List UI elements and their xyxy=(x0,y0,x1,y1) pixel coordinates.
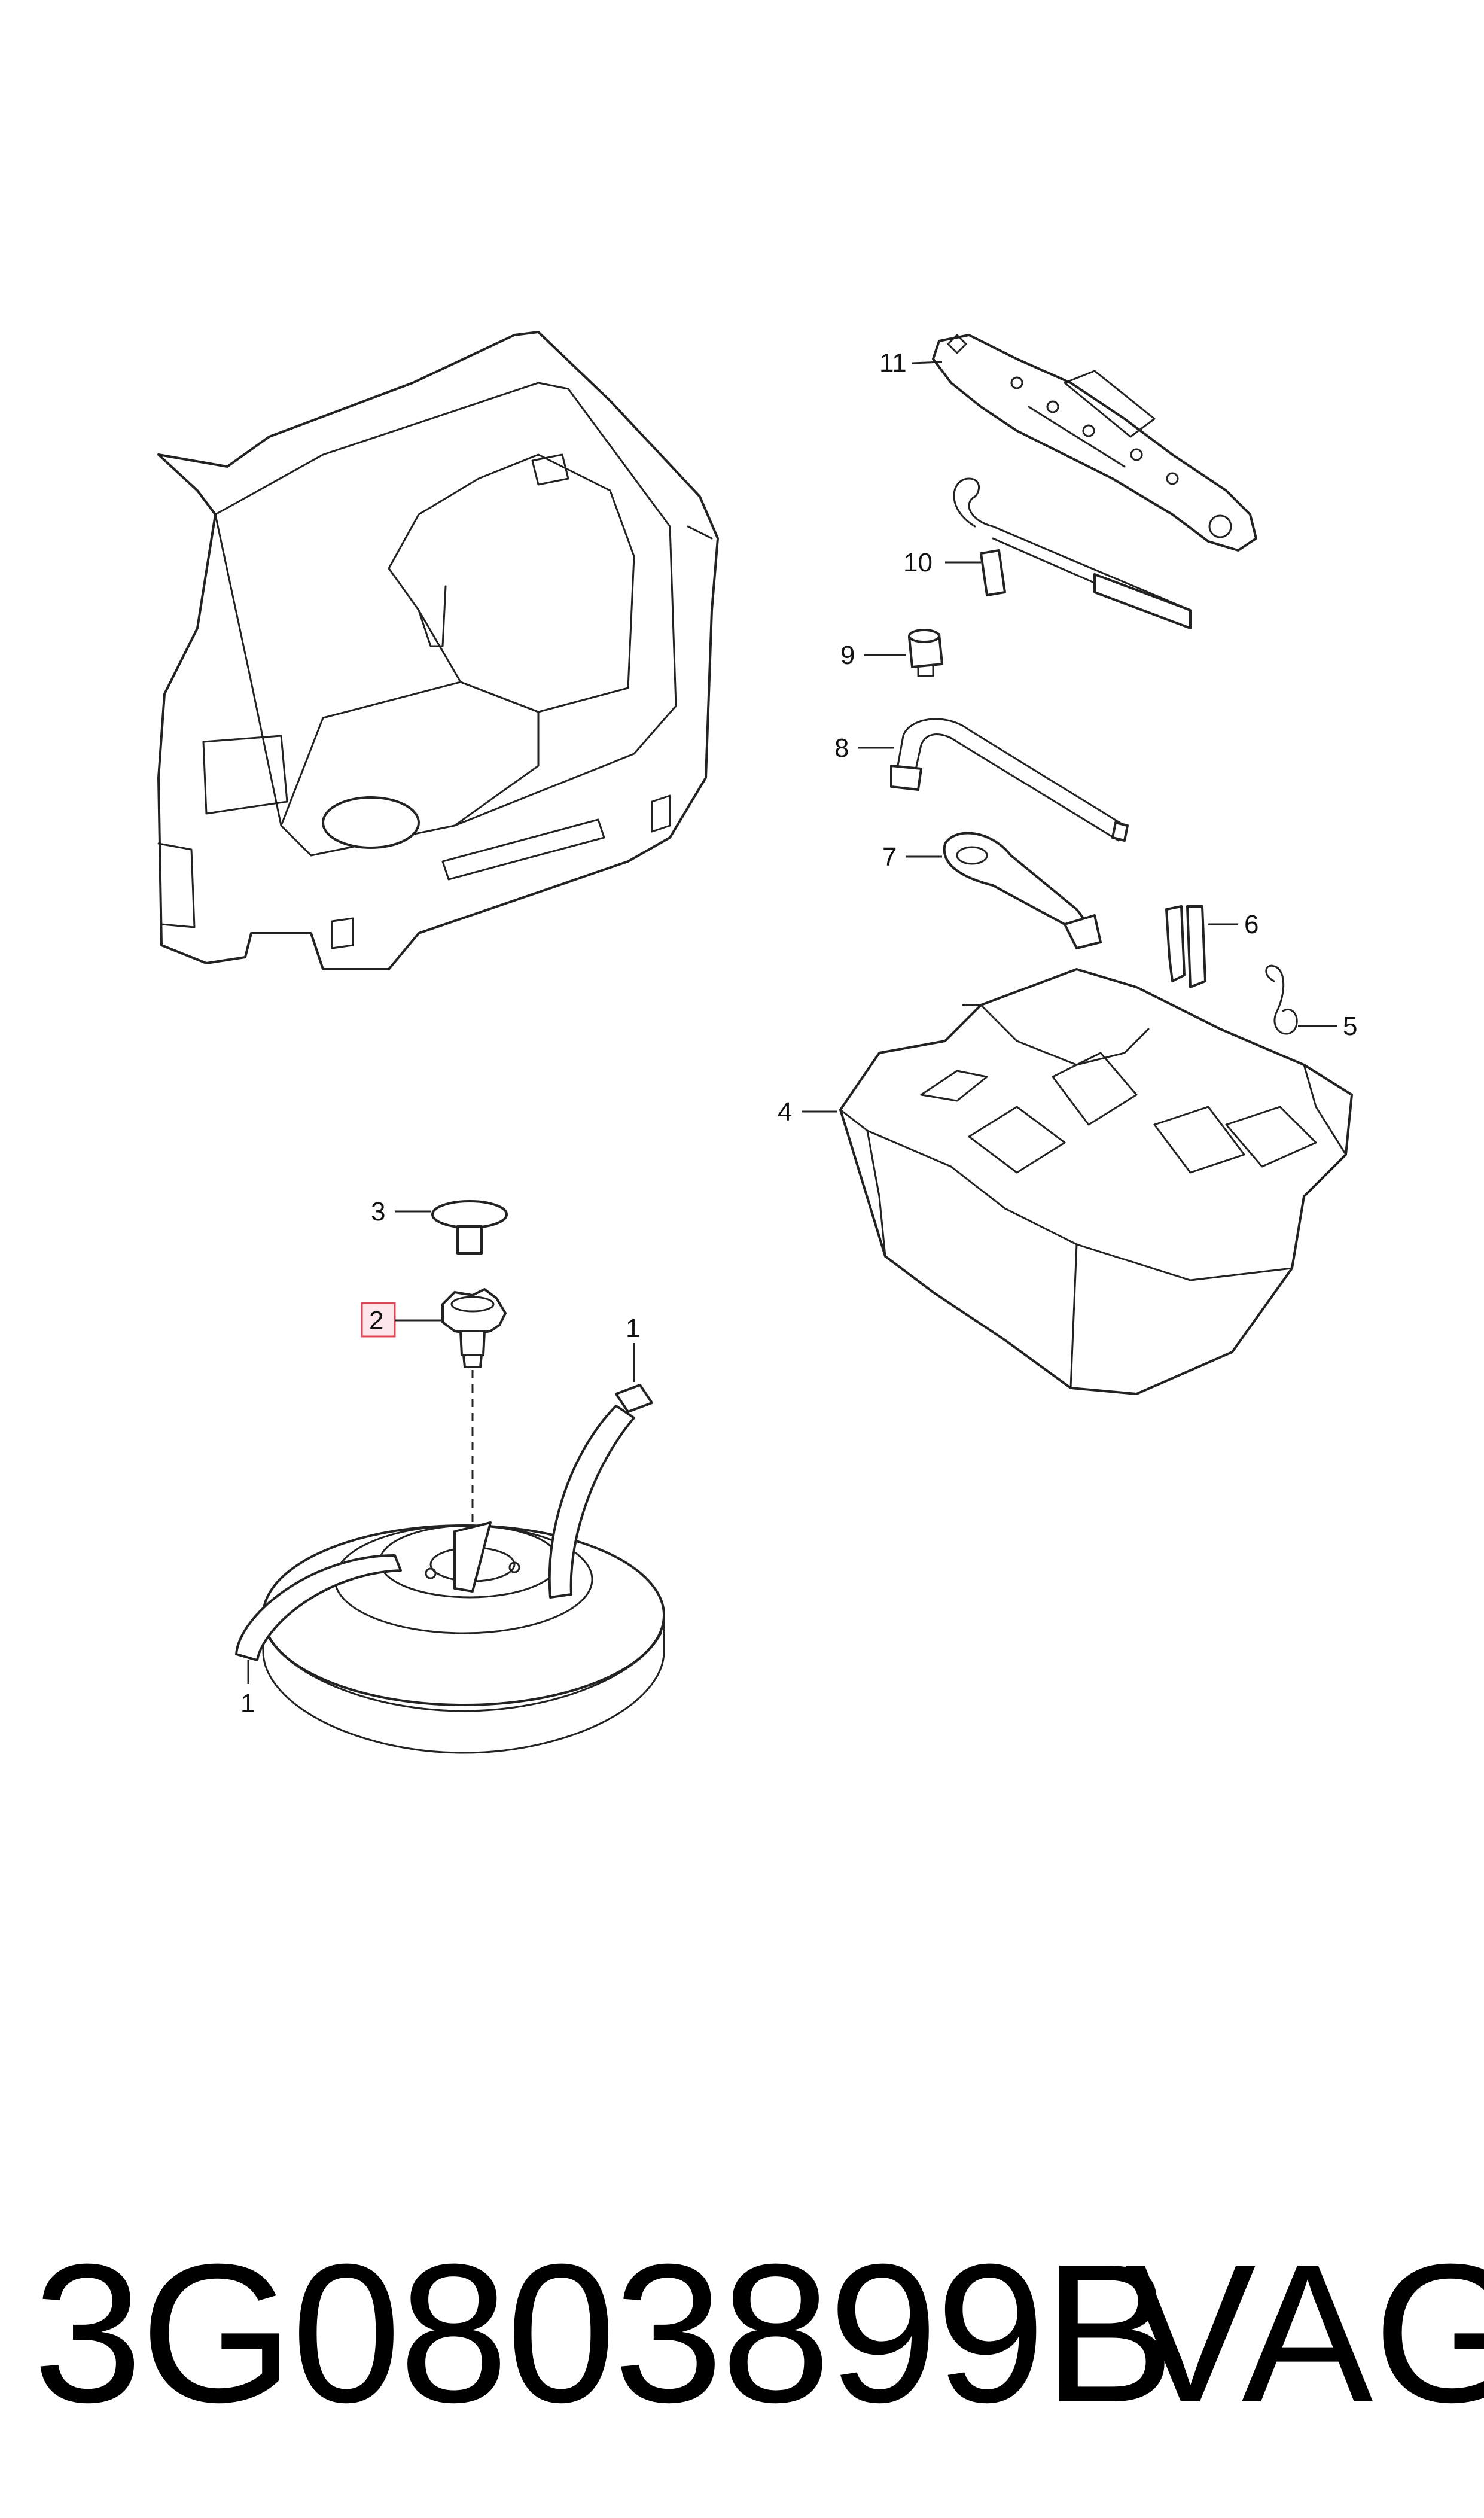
parts-diagram: 11 10 9 8 7 6 5 xyxy=(157,331,1357,1754)
callout-9: 9 xyxy=(840,641,855,670)
callout-11: 11 xyxy=(879,348,907,377)
callout-5: 5 xyxy=(1343,1012,1357,1041)
bracket xyxy=(1165,905,1206,988)
callout-1-top: 1 xyxy=(626,1314,640,1343)
tool-tray xyxy=(839,968,1353,1395)
callout-10: 10 xyxy=(903,548,933,577)
car-rear-illustration xyxy=(157,331,719,970)
cap-nut xyxy=(908,629,943,677)
brand-label: VAG xyxy=(1125,2222,1484,2443)
callout-1-bottom: 1 xyxy=(240,1689,255,1718)
callout-2: 2 xyxy=(369,1306,383,1335)
cap xyxy=(431,1200,508,1255)
jack xyxy=(932,334,1257,552)
towing-eye xyxy=(943,832,1102,949)
callout-8: 8 xyxy=(834,733,849,763)
callout-3: 3 xyxy=(371,1197,385,1226)
wheel-wrench xyxy=(890,718,1129,842)
part-number: 3G0803899B xyxy=(33,2222,1175,2443)
hook-clip xyxy=(1265,964,1298,1035)
tie-down-strap xyxy=(235,1384,653,1661)
callout-6: 6 xyxy=(1244,910,1258,939)
jack-handle xyxy=(953,477,1192,629)
callout-4: 4 xyxy=(778,1097,792,1126)
callout-7: 7 xyxy=(882,842,897,872)
spare-wheel-bolt xyxy=(441,1288,507,1368)
